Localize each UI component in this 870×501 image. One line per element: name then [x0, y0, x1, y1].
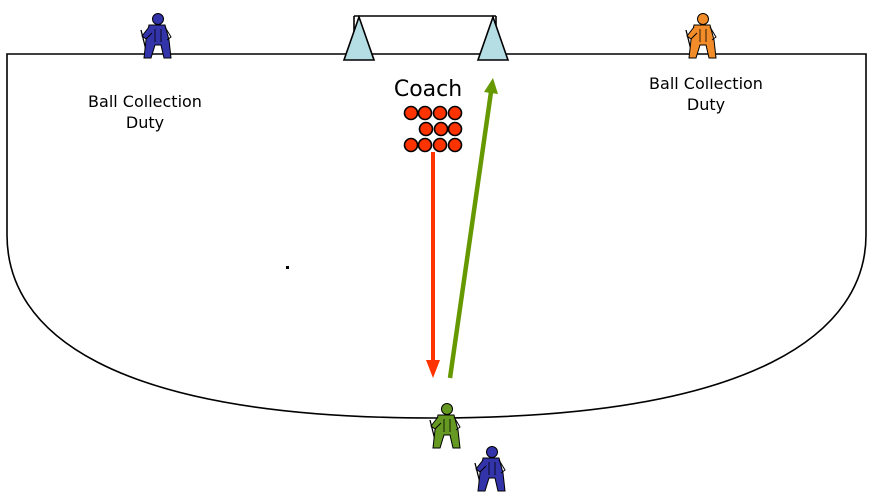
field-outline — [6, 53, 867, 419]
ball-icon — [418, 121, 434, 137]
ball-icon — [447, 137, 463, 153]
right-duty-line2: Duty — [686, 95, 726, 114]
feed-arrow — [426, 152, 440, 378]
green-player-icon — [429, 402, 461, 449]
left-cone-icon — [342, 14, 376, 61]
left-duty-label: Ball Collection Duty — [60, 91, 230, 133]
ball-icon — [433, 121, 449, 137]
ball-icon — [403, 137, 419, 153]
left-duty-line1: Ball Collection — [88, 92, 202, 111]
ball-icon — [417, 137, 433, 153]
ball-icon — [417, 105, 433, 121]
blue-player-icon — [474, 445, 506, 492]
ball-icon — [432, 105, 448, 121]
ball-stack — [403, 105, 463, 153]
right-duty-line1: Ball Collection — [649, 74, 763, 93]
marker-dot — [286, 266, 289, 269]
right-cone-icon — [476, 14, 510, 61]
right-duty-label: Ball Collection Duty — [621, 73, 791, 115]
ball-icon — [447, 105, 463, 121]
coach-label: Coach — [393, 77, 463, 102]
left-duty-line2: Duty — [125, 113, 165, 132]
shot-arrow — [447, 78, 498, 379]
ball-icon — [432, 137, 448, 153]
ball-icon — [403, 105, 419, 121]
orange-player-icon — [685, 12, 717, 59]
blue-player-icon — [140, 12, 172, 59]
ball-icon — [447, 121, 463, 137]
goal-frame-icon — [353, 15, 497, 54]
